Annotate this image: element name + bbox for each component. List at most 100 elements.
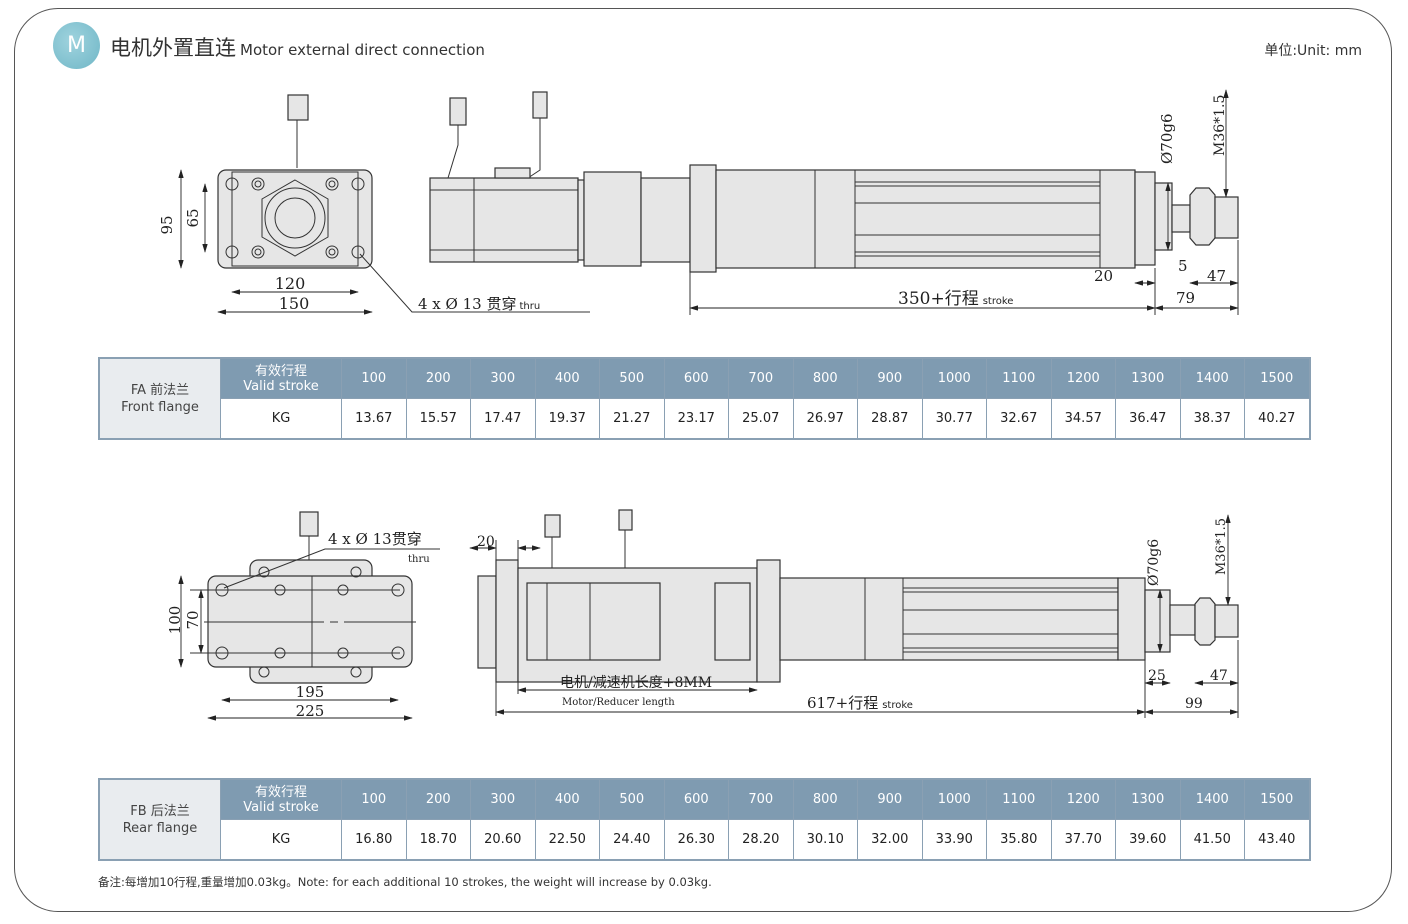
stroke-cell: 600: [663, 357, 729, 399]
stroke-cell: 1100: [986, 357, 1052, 399]
label-cn: FB 后法兰: [130, 803, 190, 819]
weight-cell: 17.47: [470, 398, 536, 440]
stroke-cell: 400: [534, 778, 600, 820]
weight-cell: 20.60: [470, 819, 536, 861]
head-en: Valid stroke: [243, 378, 319, 394]
stroke-cell: 1000: [921, 778, 987, 820]
head-cn: 有效行程: [254, 784, 307, 800]
motor-length-en: Motor/Reducer length: [562, 697, 675, 708]
weight-cell: 28.87: [857, 398, 923, 440]
dim-120: 120: [275, 274, 306, 293]
page-frame: [14, 8, 1392, 912]
thru-label: thru: [519, 301, 540, 312]
label-cn: FA 前法兰: [130, 382, 190, 398]
weight-cell: 25.07: [728, 398, 794, 440]
weight-cell: 16.80: [341, 819, 407, 861]
motor-length: 电机/减速机长度+8MM: [560, 675, 712, 691]
weight-cell: 33.90: [921, 819, 987, 861]
dim-65: 65: [184, 208, 202, 227]
dim-79: 79: [1176, 289, 1195, 307]
dim-47: 47: [1207, 267, 1226, 285]
weight-cell: 34.57: [1050, 398, 1116, 440]
stroke-cell: 1100: [986, 778, 1052, 820]
weight-cell: 41.50: [1179, 819, 1245, 861]
thru-label: thru: [408, 554, 430, 565]
weight-cell: 13.67: [341, 398, 407, 440]
stroke-cell: 1400: [1179, 778, 1245, 820]
dim-99: 99: [1185, 696, 1203, 712]
stroke-cell: 800: [792, 778, 858, 820]
head-en: Valid stroke: [243, 799, 319, 815]
dim-100: 100: [166, 606, 184, 635]
dim-25: 25: [1148, 668, 1166, 684]
dia-label: Ø70g6: [1146, 539, 1162, 586]
weight-cell: 18.70: [405, 819, 471, 861]
weight-cell: 19.37: [534, 398, 600, 440]
weight-cell: 35.80: [986, 819, 1052, 861]
label-en: Rear flange: [122, 820, 198, 836]
weight-cell: 36.47: [1115, 398, 1181, 440]
weight-cell: 26.97: [792, 398, 858, 440]
weight-cell: 30.10: [792, 819, 858, 861]
fb-side-view: 20 电机/减速机长度+8MM Motor/Reducer length 617…: [469, 509, 1239, 718]
dim-225: 225: [296, 702, 325, 720]
holes-note: 4 x Ø 13 贯穿: [418, 295, 516, 313]
stroke-cell: 500: [599, 778, 665, 820]
stroke-cell: 700: [728, 778, 794, 820]
weight-cell: 32.67: [986, 398, 1052, 440]
dim-70: 70: [184, 610, 202, 629]
weight-cell: 21.27: [599, 398, 665, 440]
weight-cell: 37.70: [1050, 819, 1116, 861]
stroke-callout: 350+行程 stroke: [898, 289, 1013, 309]
stroke-cell: 400: [534, 357, 600, 399]
dia-label: Ø70g6: [1158, 113, 1176, 164]
stroke-cell: 300: [470, 778, 536, 820]
stroke-cell: 800: [792, 357, 858, 399]
stroke-cell: 1300: [1115, 778, 1181, 820]
dim-150: 150: [279, 294, 310, 313]
stroke-cell: 1500: [1244, 778, 1310, 820]
stroke-cell: 1200: [1050, 778, 1116, 820]
stroke-cell: 900: [857, 778, 923, 820]
stroke-cell: 1400: [1179, 357, 1245, 399]
stroke-cell: 1500: [1244, 357, 1310, 399]
weight-cell: 30.77: [921, 398, 987, 440]
weight-cell: 39.60: [1115, 819, 1181, 861]
thread-label: M36*1.5: [1214, 518, 1229, 575]
stroke-cell: 300: [470, 357, 536, 399]
section-badge: M: [53, 22, 100, 69]
stroke-length: 350+行程: [898, 289, 979, 309]
footnote: 备注:每增加10行程,重量增加0.03kg。Note: for each add…: [98, 875, 712, 889]
unit-label: 单位:Unit: mm: [1264, 43, 1362, 59]
stroke-cell: 100: [341, 778, 407, 820]
dim-20: 20: [1094, 267, 1113, 285]
weight-cell: 38.37: [1179, 398, 1245, 440]
row-label: KG: [220, 819, 342, 861]
stroke-label: stroke: [983, 296, 1014, 307]
stroke-cell: 1300: [1115, 357, 1181, 399]
weight-cell: 40.27: [1244, 398, 1310, 440]
label-en: Front flange: [121, 399, 199, 415]
title-cn: 电机外置直连: [110, 36, 236, 60]
weight-cell: 22.50: [534, 819, 600, 861]
stroke-cell: 500: [599, 357, 665, 399]
stroke-cell: 100: [341, 357, 407, 399]
stroke-label: stroke: [882, 700, 913, 711]
dim-20: 20: [477, 534, 495, 550]
head-cn: 有效行程: [254, 363, 307, 379]
stroke-cell: 700: [728, 357, 794, 399]
weight-cell: 23.17: [663, 398, 729, 440]
